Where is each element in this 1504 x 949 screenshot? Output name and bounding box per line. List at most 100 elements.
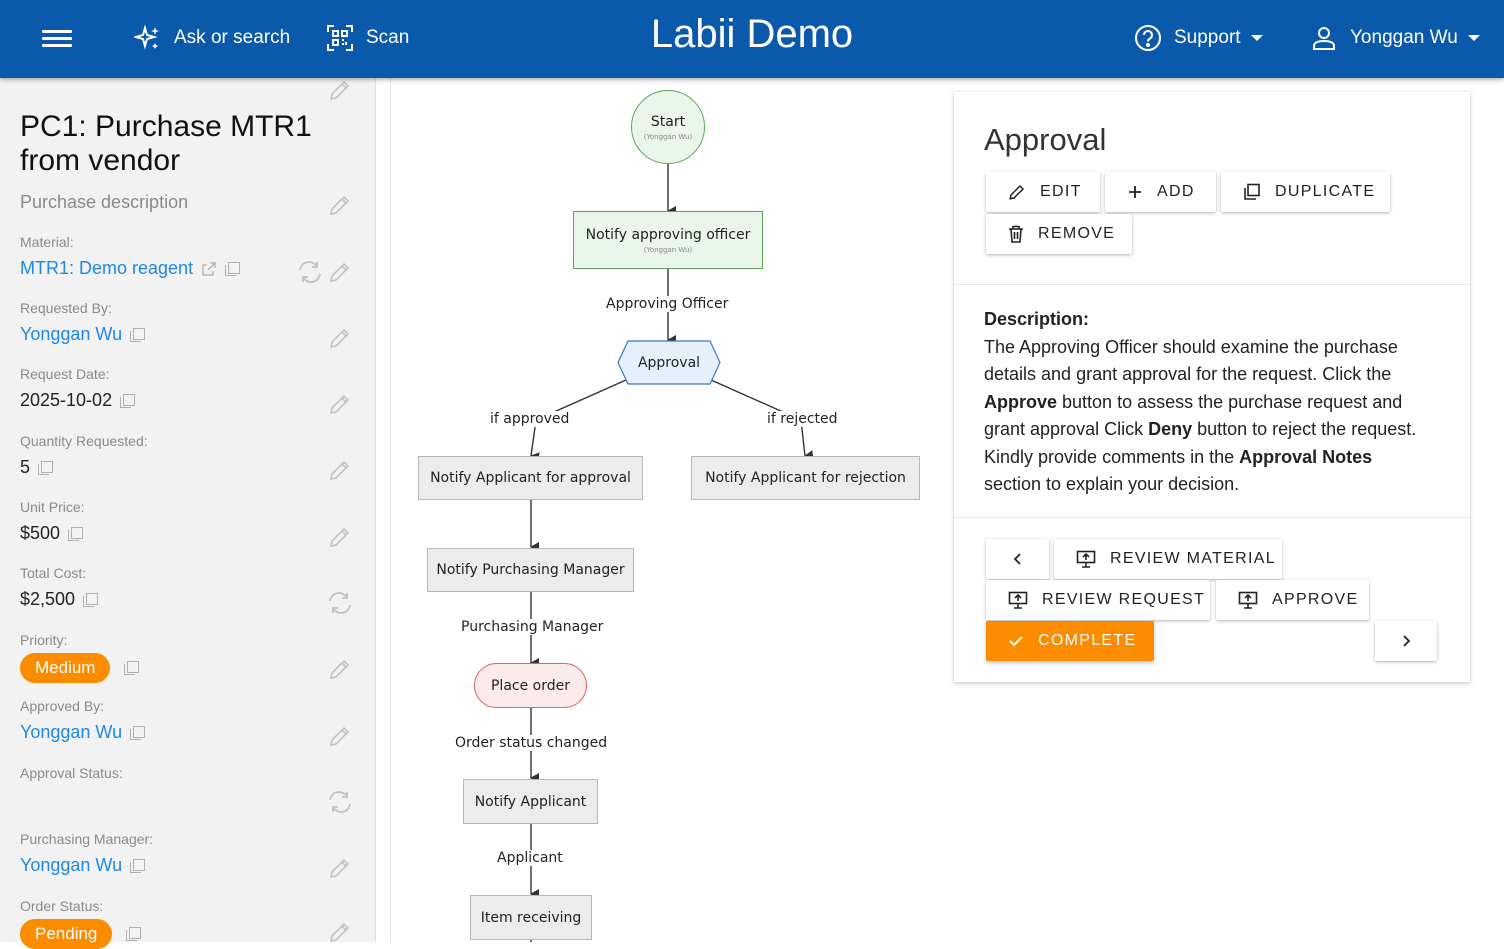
item-receiving-node[interactable]: Item receiving xyxy=(470,895,592,940)
record-sidebar: PC1: Purchase MTR1 from vendor Purchase … xyxy=(0,78,376,949)
start-node[interactable]: Start (Yonggan Wu) xyxy=(631,90,705,164)
material-link[interactable]: MTR1: Demo reagent xyxy=(20,258,194,278)
description-text-2: button to assess the purchase request an… xyxy=(984,391,1403,440)
total-cost-field: $2,500 xyxy=(20,589,99,610)
record-title: PC1: Purchase MTR1 from vendor xyxy=(20,110,312,177)
refresh-icon[interactable] xyxy=(326,790,354,814)
notify-applicant-approval-label: Notify Applicant for approval xyxy=(430,470,631,486)
approved-by-link[interactable]: Yonggan Wu xyxy=(20,722,123,742)
edit-label: EDIT xyxy=(1040,183,1082,200)
material-field: MTR1: Demo reagent xyxy=(20,258,241,279)
plus-icon xyxy=(1129,186,1141,198)
priority-label: Priority: xyxy=(20,632,68,648)
start-node-label: Start xyxy=(650,113,686,130)
copy-icon[interactable] xyxy=(83,592,99,607)
presentation-icon xyxy=(1238,591,1258,609)
copy-icon[interactable] xyxy=(225,261,241,276)
requested-by-link[interactable]: Yonggan Wu xyxy=(20,324,123,344)
add-button[interactable]: ADD xyxy=(1105,172,1216,212)
copy-icon[interactable] xyxy=(120,393,136,408)
review-material-label: REVIEW MATERIAL xyxy=(1110,550,1276,567)
sparkle-icon xyxy=(134,24,159,50)
presentation-icon xyxy=(1076,550,1096,568)
edge-label-if-approved: if approved xyxy=(488,411,572,427)
chevron-down-icon xyxy=(1250,35,1263,41)
copy-icon[interactable] xyxy=(38,460,54,475)
notify-applicant-approval-node[interactable]: Notify Applicant for approval xyxy=(418,456,643,500)
workflow-diagram: Start (Yonggan Wu) Notify approving offi… xyxy=(390,78,950,942)
approval-status-label: Approval Status: xyxy=(20,765,123,781)
pencil-icon[interactable] xyxy=(328,525,352,549)
scan-label: Scan xyxy=(366,27,410,48)
pencil-icon[interactable] xyxy=(328,724,352,748)
ask-or-search-button[interactable]: Ask or search xyxy=(134,22,290,54)
duplicate-label: DUPLICATE xyxy=(1275,183,1376,200)
approve-button[interactable]: APPROVE xyxy=(1216,580,1369,620)
description-text-3: button to reject the request. Kindly pro… xyxy=(984,419,1417,467)
remove-button[interactable]: REMOVE xyxy=(986,214,1132,254)
pencil-icon[interactable] xyxy=(328,920,352,944)
description-text-4: section to explain your decision. xyxy=(984,474,1240,494)
pencil-icon[interactable] xyxy=(328,326,352,350)
remove-label: REMOVE xyxy=(1038,225,1116,242)
copy-icon[interactable] xyxy=(68,526,84,541)
approved-by-label: Approved By: xyxy=(20,698,105,714)
help-circle-icon xyxy=(1135,25,1161,51)
pencil-icon[interactable] xyxy=(328,193,352,217)
notify-applicant-node[interactable]: Notify Applicant xyxy=(463,779,598,824)
request-date-label: Request Date: xyxy=(20,366,110,382)
copy-icon[interactable] xyxy=(126,927,142,941)
copy-icon[interactable] xyxy=(130,858,146,873)
pencil-icon[interactable] xyxy=(328,458,352,482)
external-link-icon[interactable] xyxy=(201,261,217,277)
next-button[interactable] xyxy=(1375,621,1437,661)
duplicate-button[interactable]: DUPLICATE xyxy=(1221,172,1390,212)
trash-icon xyxy=(1009,225,1023,243)
notify-purchasing-manager-node[interactable]: Notify Purchasing Manager xyxy=(427,548,634,592)
place-order-node[interactable]: Place order xyxy=(474,663,587,708)
pencil-icon[interactable] xyxy=(328,392,352,416)
chevron-down-icon xyxy=(1467,35,1480,41)
description-bold-notes: Approval Notes xyxy=(1239,446,1373,467)
refresh-icon[interactable] xyxy=(326,591,354,615)
description-placeholder[interactable]: Purchase description xyxy=(20,192,189,212)
previous-button[interactable] xyxy=(986,539,1049,579)
pencil-icon[interactable] xyxy=(328,78,352,102)
user-name: Yonggan Wu xyxy=(1350,27,1458,48)
user-icon xyxy=(1313,27,1335,50)
refresh-icon[interactable] xyxy=(296,260,324,284)
user-menu[interactable]: Yonggan Wu xyxy=(1310,22,1480,54)
pencil-icon[interactable] xyxy=(328,856,352,880)
complete-button[interactable]: COMPLETE xyxy=(986,621,1154,661)
review-material-button[interactable]: REVIEW MATERIAL xyxy=(1054,539,1282,579)
request-date-value: 2025-10-02 xyxy=(20,390,113,410)
approval-node[interactable] xyxy=(616,340,722,385)
chevron-right-icon xyxy=(1403,635,1411,647)
review-request-button[interactable]: REVIEW REQUEST xyxy=(986,580,1210,620)
copy-icon[interactable] xyxy=(124,661,140,675)
step-detail-panel: Approval EDIT ADD DUPLICATE REMOVE Descr… xyxy=(954,92,1470,682)
copy-icon[interactable] xyxy=(130,725,146,740)
edit-button[interactable]: EDIT xyxy=(986,172,1100,212)
copy-icon[interactable] xyxy=(130,327,146,342)
notify-approving-officer-node[interactable]: Notify approving officer (Yonggan Wu) xyxy=(573,211,763,269)
purchasing-manager-link[interactable]: Yonggan Wu xyxy=(20,855,123,875)
divider xyxy=(954,517,1470,518)
menu-icon[interactable] xyxy=(42,26,72,52)
notify-applicant-rejection-node[interactable]: Notify Applicant for rejection xyxy=(691,456,920,500)
copy-icon xyxy=(1244,183,1260,200)
edge-label-applicant: Applicant xyxy=(495,850,565,866)
order-status-field: Pending xyxy=(20,919,142,949)
notify-approving-officer-assignee: (Yonggan Wu) xyxy=(643,245,693,254)
pencil-icon[interactable] xyxy=(328,657,352,681)
description-bold-approve: Approve xyxy=(984,391,1058,412)
priority-badge: Medium xyxy=(20,653,111,683)
quantity-label: Quantity Requested: xyxy=(20,433,148,449)
support-menu[interactable]: Support xyxy=(1134,22,1263,54)
scan-button[interactable]: Scan xyxy=(326,22,409,54)
pencil-icon[interactable] xyxy=(328,260,352,284)
request-date-field: 2025-10-02 xyxy=(20,390,136,411)
edge-label-approving-officer: Approving Officer xyxy=(604,296,731,312)
support-label: Support xyxy=(1174,27,1241,48)
chevron-left-icon xyxy=(1013,553,1021,565)
